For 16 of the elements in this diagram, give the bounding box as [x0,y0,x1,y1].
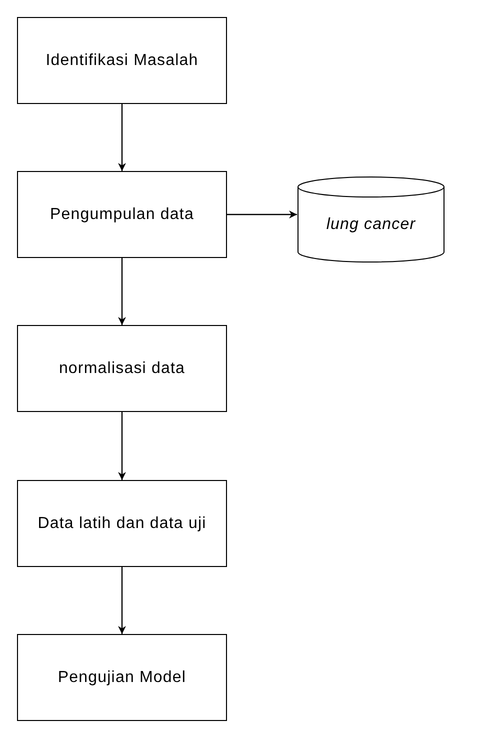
process-box [17,17,227,104]
arrow [118,567,126,634]
arrow [118,412,126,480]
node-label: Pengumpulan data [49,206,195,224]
node-label: Data latih dan data uji [36,514,208,532]
process-box [17,325,227,412]
process-box [17,480,227,567]
node-label: Identifikasi Masalah [44,52,200,70]
arrow [227,210,297,218]
node-label: lung cancer [325,216,417,234]
arrow [118,104,126,171]
node-label: normalisasi data [58,360,186,378]
arrow [118,258,126,325]
process-box [17,634,227,721]
process-box [17,171,227,258]
node-label: Pengujian Model [56,668,188,686]
